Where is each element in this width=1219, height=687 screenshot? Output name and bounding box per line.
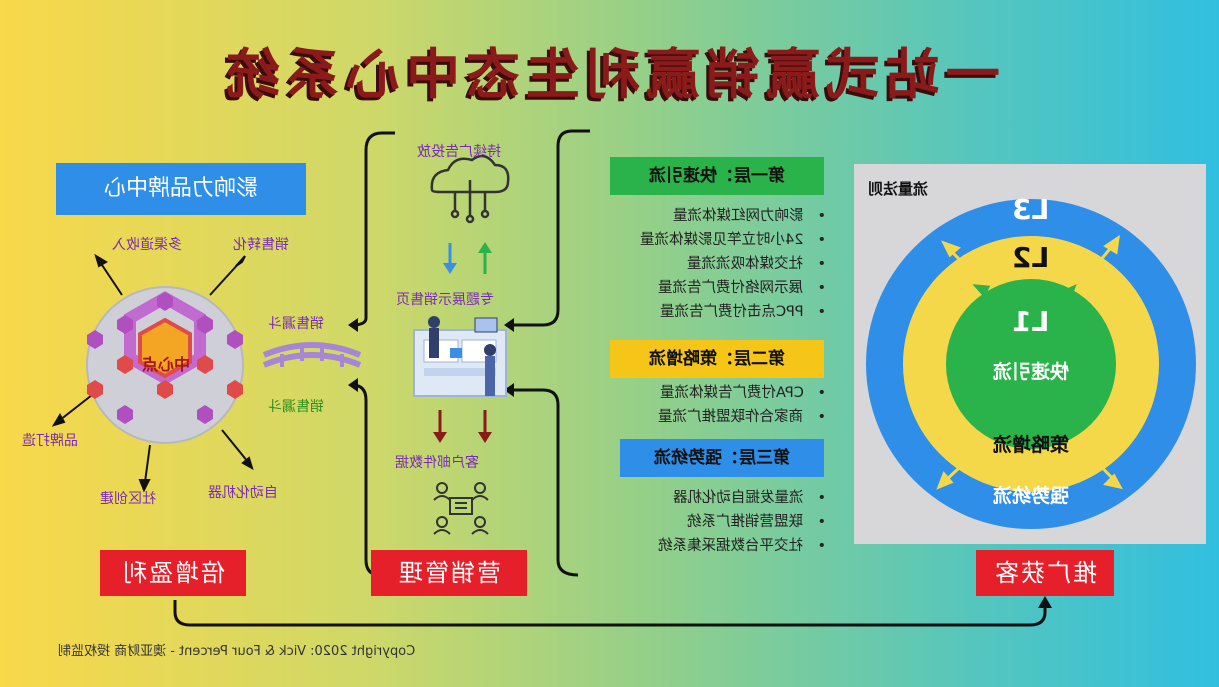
ring-label-l3: L3 [1012, 193, 1050, 226]
brand-center-header: 影响力品牌中心 [56, 163, 306, 215]
list-item: 联盟营销推广系统 [592, 510, 826, 534]
list-item: CPA付费广告媒体流量 [592, 381, 826, 405]
list-item: 商家合作联盟推广流量 [592, 405, 826, 429]
layer-2-title: 第二层：策略增流 [610, 340, 824, 378]
list-item: PPC点击付费广告流量 [592, 300, 826, 324]
traffic-rings [866, 199, 1196, 529]
list-item: 流量发掘自动化机器 [592, 486, 826, 510]
ring-outer-label: 强势统流 [992, 485, 1069, 507]
sales-page-illustration-icon [413, 316, 507, 397]
marketing-management-box: 营销管理 [371, 550, 527, 596]
brand-hub-diagram [51, 253, 254, 493]
list-item: 影响力网红媒体流量 [592, 204, 826, 228]
layer-3-title: 第三层：强势统流 [620, 439, 824, 477]
ad-placement-label: 持续广告投放 [417, 144, 501, 160]
layer-2-list: CPA付费广告媒体流量 商家合作联盟推广流量 [592, 381, 826, 429]
people-network-icon [433, 482, 489, 535]
ring-label-l2: L2 [1012, 241, 1050, 274]
customer-email-label: 客户邮件数据 [395, 455, 479, 471]
profit-box: 倍增盈利 [100, 550, 246, 596]
list-item: 社交平台数据采集系统 [592, 534, 826, 558]
list-item: 24小时立竿见影媒体流量 [592, 228, 826, 252]
ring-inner-label: 快速引流 [992, 361, 1069, 383]
ring-middle-label: 策略增流 [992, 434, 1069, 456]
hexagon-network-icon [87, 291, 243, 424]
ring-label-l1: L1 [1012, 305, 1050, 338]
list-item: 展示网络付费广告流量 [592, 276, 826, 300]
layer-1-list: 影响力网红媒体流量 24小时立竿见影媒体流量 社交媒体吸流流量 展示网络付费广告… [592, 204, 826, 324]
bridge-icon [262, 342, 362, 368]
layer-3-list: 流量发掘自动化机器 联盟营销推广系统 社交平台数据采集系统 [592, 486, 826, 558]
promotion-box: 推广获客 [976, 550, 1114, 596]
sales-page-label: 专题展示销售页 [396, 292, 494, 308]
layer-1-title: 第一层：快速引流 [610, 157, 824, 195]
copyright-text: Copyright 2020: Vick & Four Percent - 澳亚… [58, 644, 416, 659]
cloud-network-icon [430, 154, 510, 224]
list-item: 社交媒体吸流流量 [592, 252, 826, 276]
